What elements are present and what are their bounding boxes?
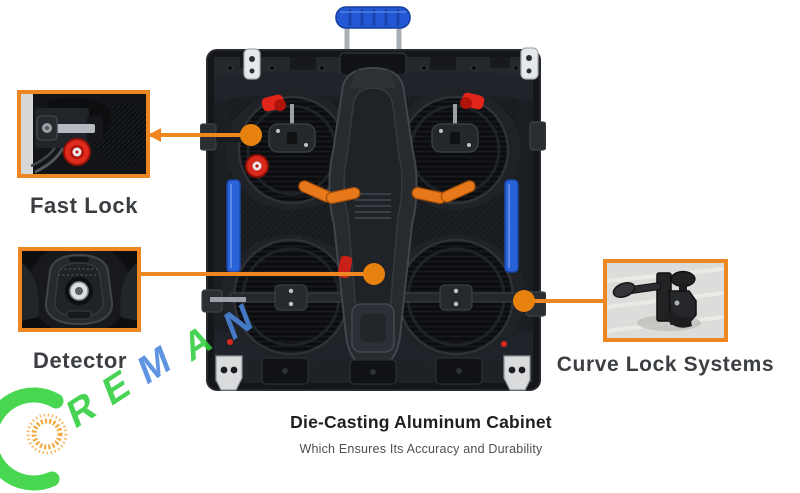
detector-photo	[22, 251, 137, 328]
logo-letter: M	[133, 336, 175, 394]
curve-lock-inset	[603, 259, 728, 342]
curve-lock-label: Curve Lock Systems	[556, 353, 775, 376]
logo-crescent	[0, 387, 64, 491]
logo-letter: E	[98, 361, 135, 415]
fast-lock-connector-arrow	[148, 128, 161, 142]
fast-lock-inset	[17, 90, 150, 178]
logo-letters: R E M A N	[62, 297, 258, 438]
creman-watermark-logo: R E M A N	[0, 297, 258, 491]
corner-brackets	[243, 47, 539, 80]
fast-lock-connector-dot	[240, 124, 262, 146]
fast-lock-pin	[55, 124, 95, 133]
curve-lock-mechanism	[612, 270, 697, 328]
curve-lock-connector-dot	[513, 290, 535, 312]
cabinet-body	[200, 47, 546, 391]
logo-letter: A	[178, 315, 217, 371]
fast-lock-connector-line	[150, 133, 251, 137]
cabinet-photo	[200, 6, 546, 391]
detector-inset	[18, 247, 141, 332]
fast-lock-photo	[21, 94, 146, 174]
orange-clips	[298, 180, 476, 204]
curve-lock-connector-line	[530, 299, 603, 303]
center-spine	[328, 66, 418, 370]
detector-connector-dot	[363, 263, 385, 285]
lower-axle-bars	[228, 284, 519, 311]
detector-label: Detector	[32, 348, 128, 373]
blue-bar-right	[504, 179, 519, 273]
curve-lock-photo	[607, 263, 724, 338]
caption-title: Die-Casting Aluminum Cabinet	[290, 412, 552, 432]
logo-letter: R	[62, 382, 101, 438]
caption-subtitle: Which Ensures Its Accuracy and Durabilit…	[299, 442, 543, 456]
edge-latches	[200, 121, 546, 317]
detector-connector-line	[141, 272, 374, 276]
hub-plates	[268, 104, 479, 153]
cabinet-handle	[335, 6, 411, 56]
cabinet-feet	[215, 355, 531, 391]
blue-bar-left	[226, 179, 241, 273]
logo-sun-icon	[26, 413, 68, 455]
fast-lock-label: Fast Lock	[29, 193, 139, 218]
logo-letter: N	[219, 297, 258, 350]
